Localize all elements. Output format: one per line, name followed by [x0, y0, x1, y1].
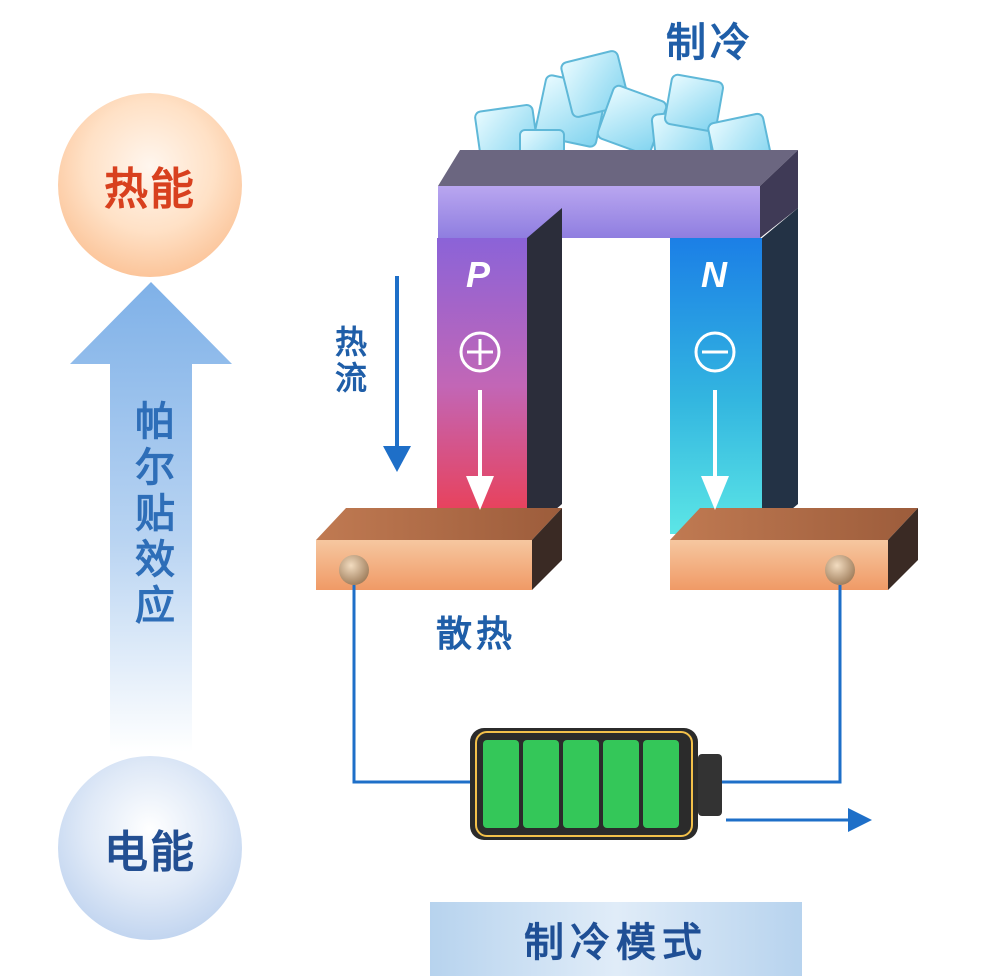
- electric-energy-circle: 电能: [58, 756, 242, 940]
- mode-banner: 制冷模式: [430, 902, 802, 976]
- heat-flow-arrow-icon: [383, 276, 411, 472]
- circuit-wire: [352, 585, 842, 784]
- heat-energy-circle: 热能: [58, 93, 242, 277]
- mode-title: 制冷模式: [524, 920, 708, 966]
- minus-icon: [694, 331, 736, 373]
- p-leg-label: P: [466, 254, 491, 295]
- heat-flow-label: 热流: [330, 325, 368, 397]
- left-terminal-icon: [339, 555, 369, 585]
- dissipation-label: 散热: [436, 614, 517, 655]
- current-arrow-icon: [726, 808, 872, 832]
- peltier-effect-label: 帕尔贴效应: [128, 400, 174, 630]
- right-terminal-icon: [825, 555, 855, 585]
- electric-energy-label: 电能: [104, 827, 196, 878]
- up-arrow-icon: [70, 282, 232, 752]
- heat-energy-label: 热能: [104, 164, 196, 215]
- p-down-arrow-icon: [466, 390, 494, 510]
- plus-icon: [459, 331, 501, 373]
- n-down-arrow-icon: [701, 390, 729, 510]
- n-leg-label: N: [701, 254, 727, 295]
- battery-icon: [470, 728, 722, 840]
- cooling-label: 制冷: [666, 20, 754, 66]
